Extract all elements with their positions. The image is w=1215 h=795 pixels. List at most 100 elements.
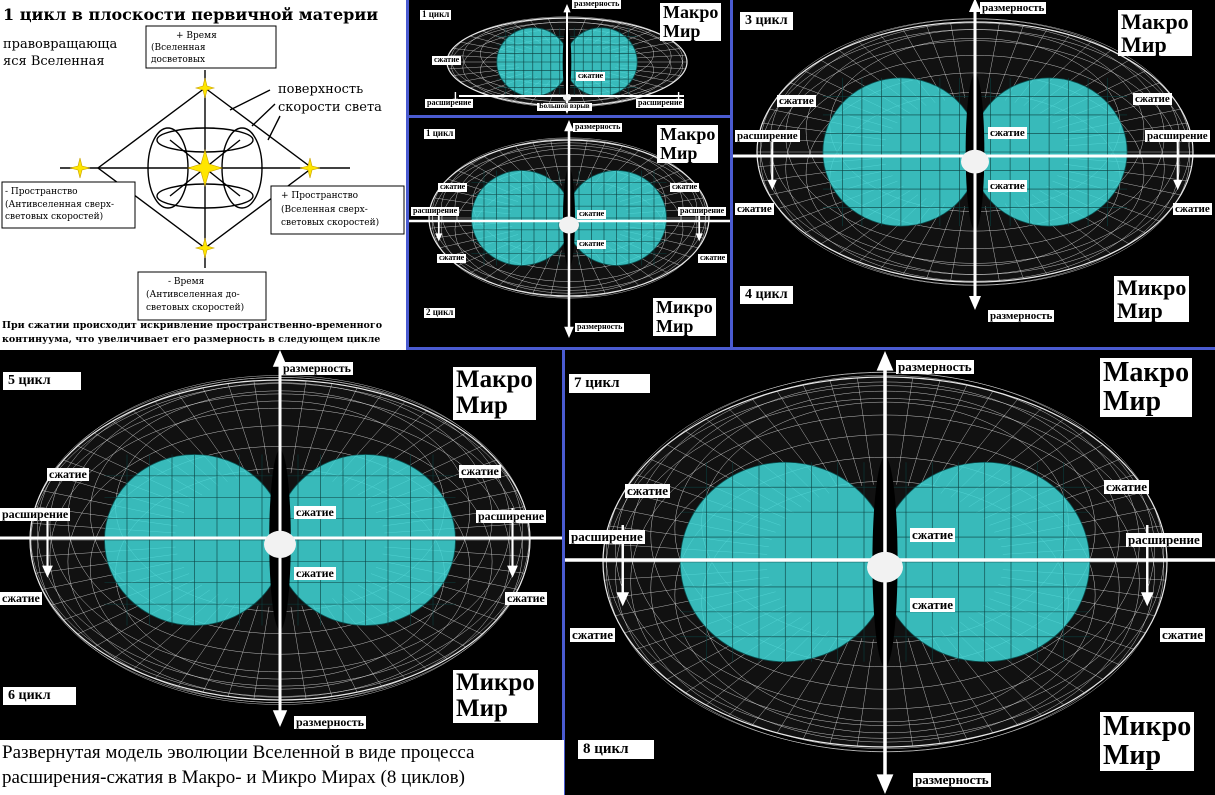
bottom-star <box>194 237 216 259</box>
cycle-5-6-panel <box>0 350 562 795</box>
p5-compress-br: сжатие <box>505 591 547 606</box>
p2-zero-label: 0 <box>567 93 571 101</box>
p4-cycle-top: 3 цикл <box>740 12 793 30</box>
space-minus-desc2: световых скоростей) <box>5 212 104 222</box>
p6-compress-tl: сжатие <box>625 483 671 499</box>
p3-compress-ct: сжатие <box>577 209 607 219</box>
p4-compress-br: сжатие <box>1173 203 1212 216</box>
p6-macro-world: Макро Мир <box>1100 358 1193 417</box>
time-plus-desc1: (Вселенная <box>151 43 206 53</box>
p2-macro-world: Макро Мир <box>660 3 722 41</box>
p5-cycle-top: 5 цикл <box>3 372 81 390</box>
p4-macro-world: Макро Мир <box>1118 10 1192 56</box>
p6-compress-bl: сжатие <box>570 627 616 643</box>
lightspeed-surface-line2: скорости света <box>278 100 382 115</box>
space-plus-desc2: световых скоростей) <box>281 218 380 228</box>
p4-cycle-bottom: 4 цикл <box>740 286 793 304</box>
space-plus-desc1: (Вселенная сверх- <box>281 205 368 215</box>
p2-dimension-label: размерность <box>572 0 622 9</box>
p6-compress-cb: сжатие <box>910 597 956 613</box>
p3-expand-left: расширение <box>411 206 460 216</box>
p5-expand-right: расширение <box>476 509 547 524</box>
p3-compress-tr: сжатие <box>670 182 700 192</box>
p6-expand-left: расширение <box>569 529 645 545</box>
center-bulb <box>264 530 296 558</box>
p5-compress-bl: сжатие <box>0 591 42 606</box>
p6-cycle-bottom: 8 цикл <box>578 740 654 759</box>
p2-big-bang-label: Большой взрыв <box>537 102 592 111</box>
p2-expand-left: расширение <box>425 98 474 108</box>
p6-cycle-top: 7 цикл <box>569 374 650 393</box>
p2-compress-left: сжатие <box>432 55 462 65</box>
p4-dimension-top: размерность <box>980 2 1047 15</box>
space-plus-title: + Пространство <box>281 191 359 201</box>
primary-caption-line1: При сжатии происходит искривление простр… <box>2 320 383 331</box>
p4-compress-cb: сжатие <box>988 180 1027 193</box>
p5-dimension-bottom: размерность <box>294 715 366 730</box>
p6-compress-br: сжатие <box>1160 627 1206 643</box>
p5-compress-tl: сжатие <box>47 467 89 482</box>
p3-cycle-bottom: 2 цикл <box>424 307 456 318</box>
p5-expand-left: расширение <box>0 507 71 522</box>
center-star <box>186 148 224 188</box>
time-minus-desc2: световых скоростей) <box>146 303 245 313</box>
center-bulb <box>867 551 903 583</box>
down-arrow <box>876 774 894 794</box>
primary-caption-line2: континуума, что увеличивает его размерно… <box>2 334 381 345</box>
p3-compress-bl: сжатие <box>437 253 467 263</box>
space-minus-title: - Пространство <box>5 187 78 197</box>
down-arrow <box>969 296 981 310</box>
p5-compress-cb: сжатие <box>294 566 336 581</box>
p3-macro-world: Макро Мир <box>657 125 719 163</box>
p3-compress-tl: сжатие <box>438 182 468 192</box>
p6-compress-tr: сжатие <box>1104 479 1150 495</box>
p6-dimension-bottom: размерность <box>913 772 991 788</box>
rotation-label-line1: правовращающа <box>3 37 118 52</box>
center-bulb <box>563 94 571 101</box>
primary-matter-diagram: 1 цикл в плоскости первичной материи пра… <box>0 0 406 350</box>
p2-compress-center: сжатие <box>576 71 606 81</box>
lightspeed-surface-line1: поверхность <box>278 82 364 97</box>
p6-expand-right: расширение <box>1126 532 1202 548</box>
up-arrow <box>564 120 574 132</box>
right-star <box>299 157 321 179</box>
p5-torus-graphic <box>0 350 562 727</box>
p3-micro-world: Микро Мир <box>653 298 716 336</box>
p6-dimension-top: размерность <box>896 359 974 375</box>
primary-matter-schematic <box>1 25 405 321</box>
up-arrow <box>563 4 571 13</box>
p4-dimension-bottom: размерность <box>988 310 1055 323</box>
time-minus-desc1: (Антивселенная до- <box>146 290 240 300</box>
p5-compress-tr: сжатие <box>459 464 501 479</box>
p3-cycle-top: 1 цикл <box>424 128 456 139</box>
p4-expand-right: расширение <box>1145 130 1210 143</box>
p3-dimension-bottom: размерность <box>575 322 625 332</box>
p5-micro-world: Микро Мир <box>453 669 538 723</box>
rotation-label-line2: яся Вселенная <box>3 54 105 69</box>
p2-torus-graphic <box>446 4 688 114</box>
p4-compress-ct: сжатие <box>988 127 1027 140</box>
p3-dimension-top: размерность <box>573 122 623 132</box>
p2-expand-right: расширение <box>636 98 685 108</box>
p3-compress-br: сжатие <box>698 253 728 263</box>
p5-macro-world: Макро Мир <box>453 366 536 420</box>
p5-dimension-top: размерность <box>281 361 353 376</box>
top-star <box>194 77 216 99</box>
p3-compress-cb: сжатие <box>577 239 607 249</box>
time-minus-title: - Время <box>168 277 205 287</box>
time-plus-desc2: досветовых <box>151 55 206 65</box>
time-plus-title: + Время <box>176 31 217 41</box>
p2-cycle-label: 1 цикл <box>420 9 452 20</box>
p4-compress-tr: сжатие <box>1133 93 1172 106</box>
p5-compress-ct: сжатие <box>294 505 336 520</box>
p4-micro-world: Микро Мир <box>1114 276 1190 322</box>
down-arrow <box>272 710 288 727</box>
center-bulb <box>961 149 989 174</box>
p3-expand-right: расширение <box>678 206 727 216</box>
bottom-caption: Развернутая модель эволюции Вселенной в … <box>0 740 564 795</box>
down-arrow <box>564 326 574 338</box>
up-arrow <box>969 0 981 12</box>
center-bulb <box>559 216 579 234</box>
p4-expand-left: расширение <box>735 130 800 143</box>
p4-compress-bl: сжатие <box>735 203 774 216</box>
